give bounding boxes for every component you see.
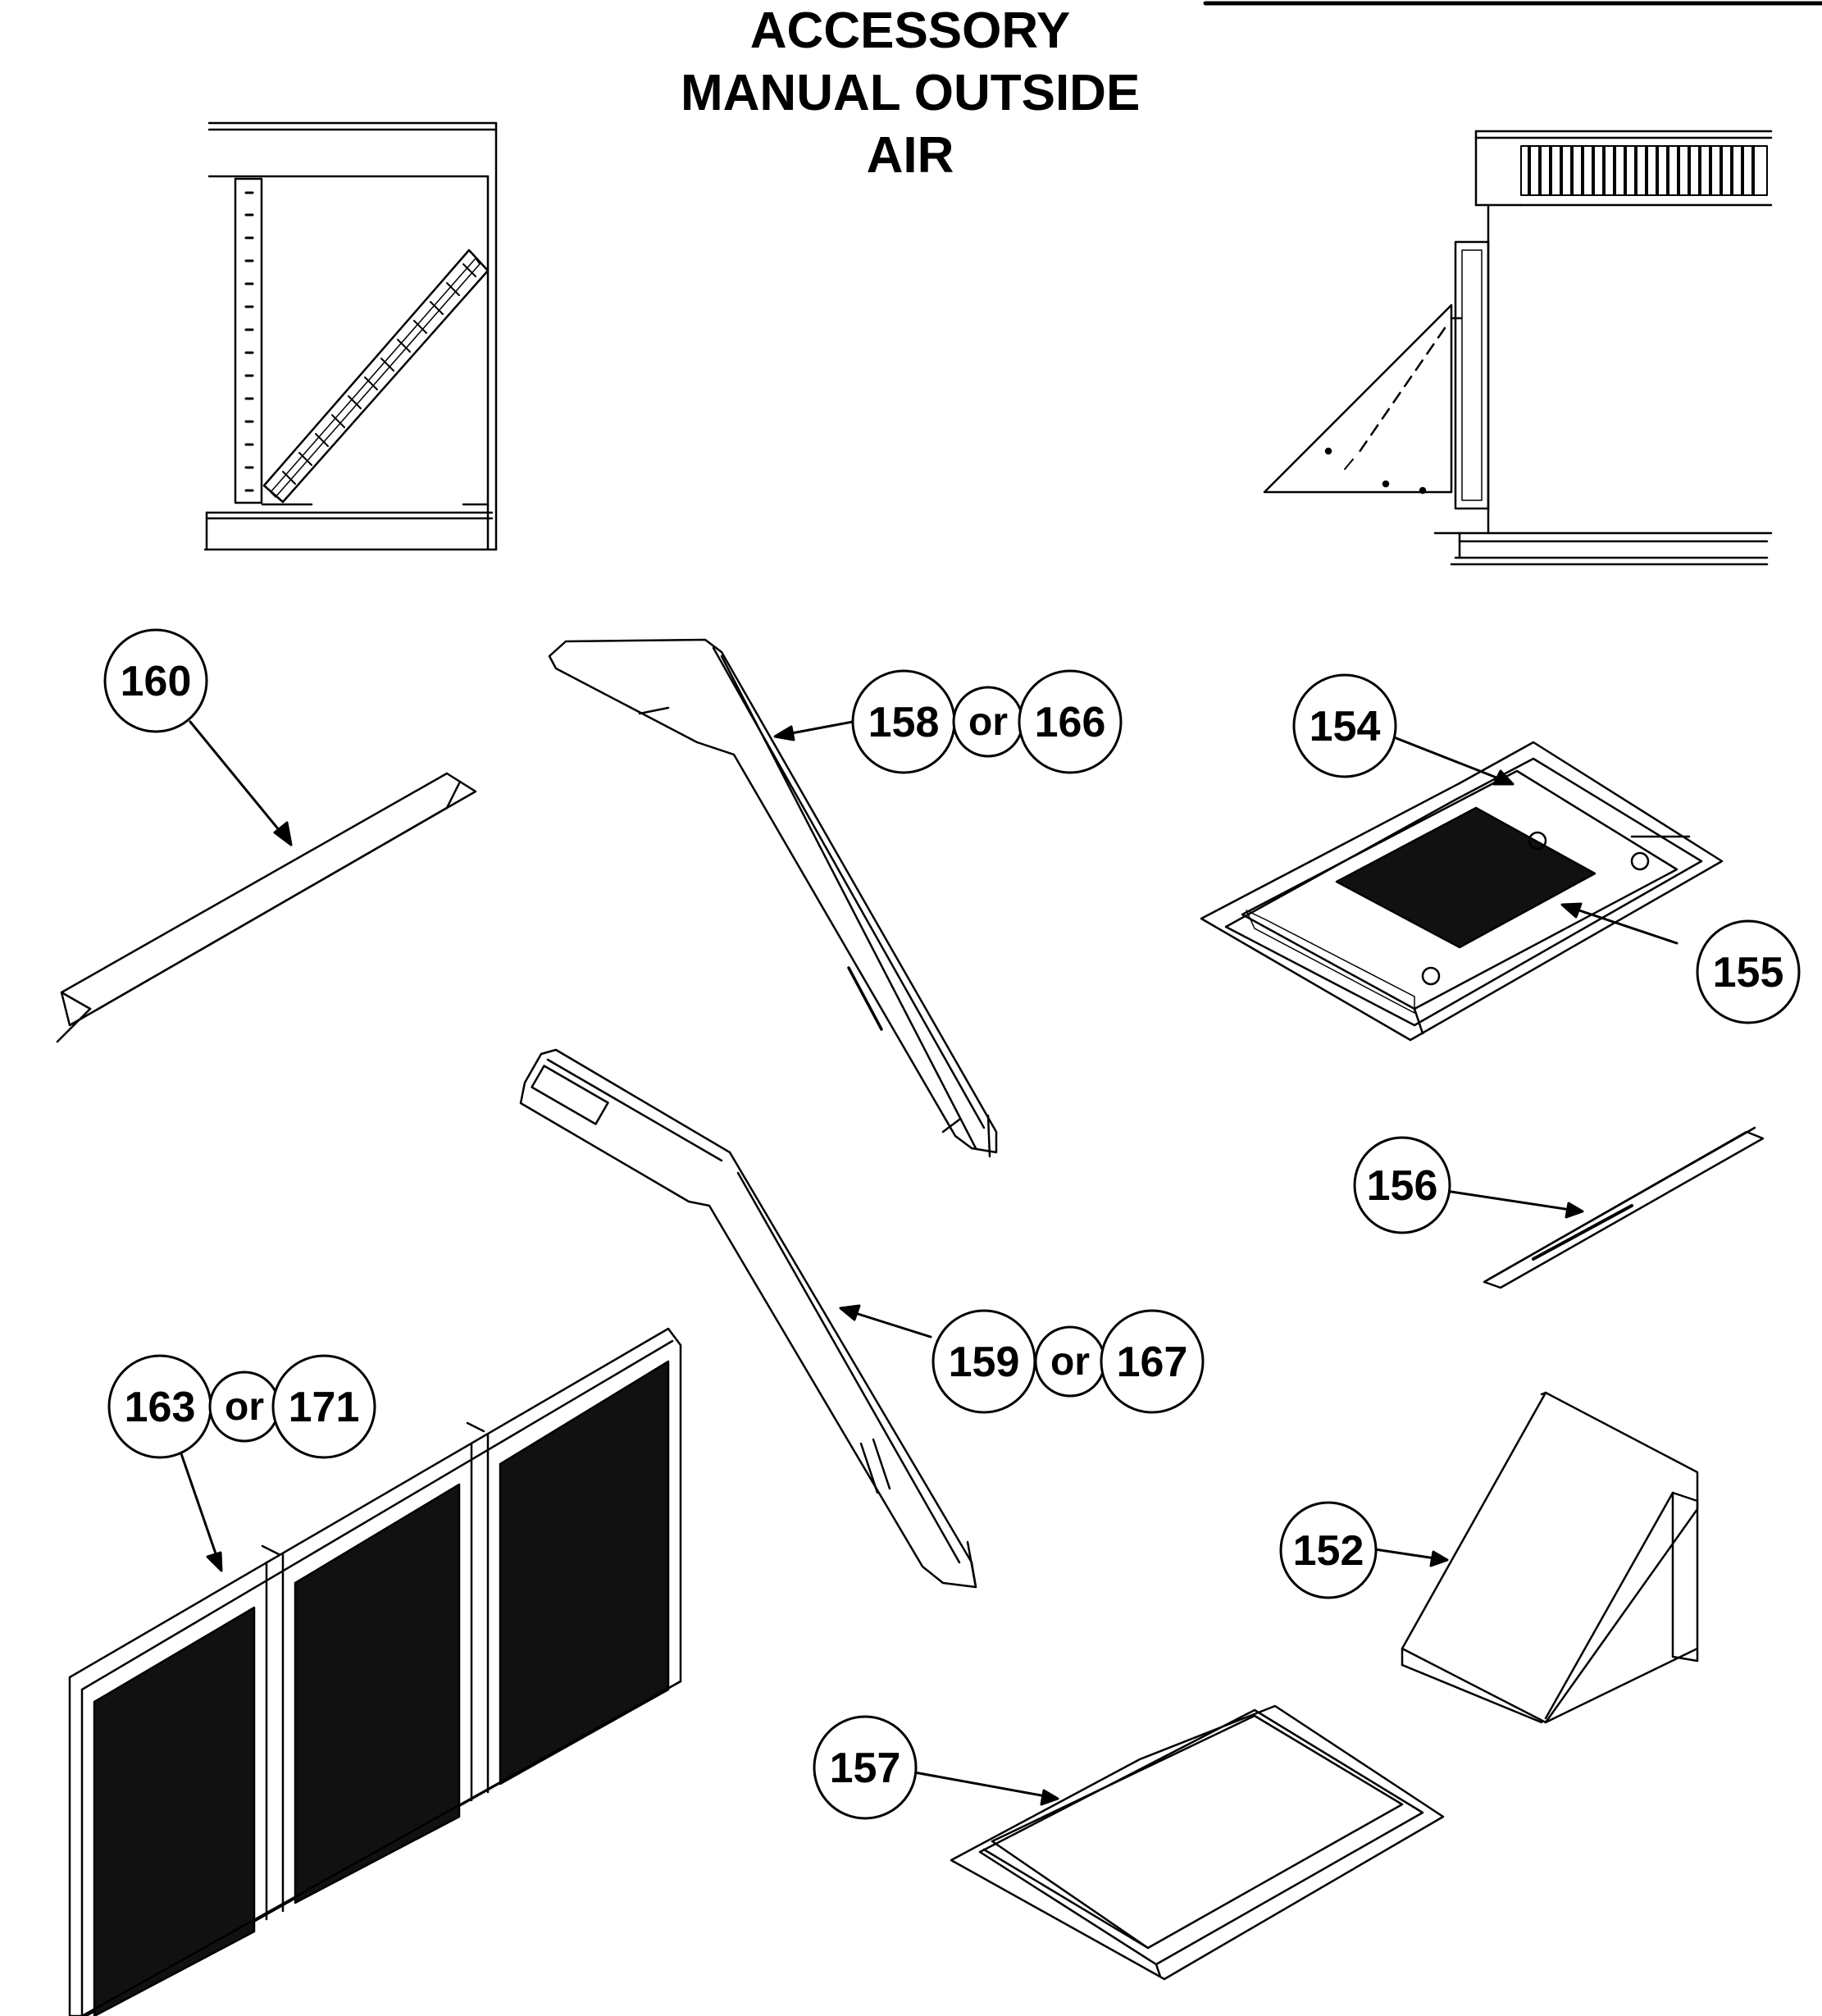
callout-160: 160 [103, 628, 208, 733]
part-158-bracket [548, 638, 998, 1158]
callout-155-label: 155 [1713, 949, 1784, 997]
callout-157: 157 [813, 1715, 918, 1820]
or-label: or [968, 700, 1008, 744]
part-159-bracket [519, 1048, 977, 1589]
callout-160-label: 160 [121, 658, 192, 705]
or-label-2: or [1050, 1340, 1090, 1384]
filter-panel-3 [499, 1360, 670, 1786]
callout-154: 154 [1292, 673, 1397, 778]
part-156-strip [1483, 1126, 1765, 1289]
part-155-filter-media [1335, 806, 1597, 949]
callout-167-label: 167 [1117, 1339, 1188, 1386]
part-163-filter-rack [68, 1327, 682, 2016]
callout-159-or-167: 159 or 167 [931, 1309, 1205, 1414]
callout-171-label: 171 [289, 1384, 360, 1431]
callout-155: 155 [1696, 919, 1801, 1024]
part-157-panel [950, 1704, 1445, 1981]
callout-159-label: 159 [949, 1339, 1020, 1386]
callout-152: 152 [1279, 1501, 1378, 1599]
title-line-3: AIR [866, 127, 954, 184]
part-154-filter-frame [1200, 741, 1724, 1042]
callout-166-label: 166 [1035, 699, 1106, 746]
callout-163-or-171: 163 or 171 [107, 1354, 376, 1459]
callout-157-label: 157 [830, 1745, 901, 1792]
installed-damper-view [203, 121, 498, 551]
part-160-rail [56, 772, 477, 1043]
callout-163-label: 163 [125, 1384, 196, 1431]
callout-156: 156 [1353, 1136, 1451, 1234]
filter-panel-1 [93, 1606, 256, 2016]
part-152-hood [1401, 1391, 1699, 1724]
title-line-1: ACCESSORY [749, 2, 1071, 59]
callout-154-label: 154 [1310, 703, 1381, 750]
callout-156-label: 156 [1367, 1162, 1438, 1210]
callout-158-label: 158 [868, 699, 940, 746]
diagram-title: ACCESSORY MANUAL OUTSIDE AIR [681, 0, 1140, 187]
or-label-3: or [225, 1385, 264, 1429]
leader-lines [175, 720, 1679, 1806]
installed-hood-view [1263, 130, 1773, 566]
callout-152-label: 152 [1293, 1527, 1364, 1575]
callout-158-or-166: 158 or 166 [851, 669, 1123, 774]
filter-panel-2 [294, 1483, 461, 1904]
title-line-2: MANUAL OUTSIDE [681, 65, 1141, 121]
